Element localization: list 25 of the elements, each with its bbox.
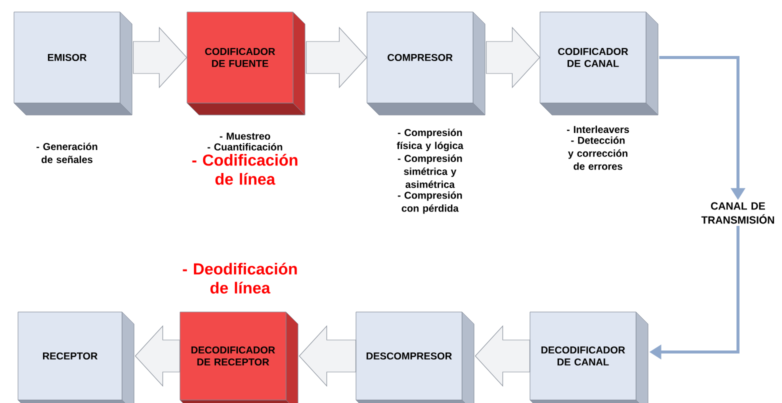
description-text: - Interleavers	[567, 126, 629, 134]
process-box: RECEPTOR	[18, 312, 134, 403]
highlight-note: - Deodificación de línea	[182, 262, 297, 294]
description-text: - Compresión física y lógica	[396, 128, 464, 152]
highlight-note: - Codificación de línea	[192, 154, 298, 185]
process-box: DECODIFICADOR DE CANAL	[530, 312, 648, 403]
process-box: EMISOR	[14, 12, 132, 116]
process-box: CODIFICADOR DE CANAL	[540, 12, 658, 116]
channel-label: CANAL DE TRANSMISIÓN	[701, 202, 774, 224]
block-arrow	[486, 26, 540, 88]
description-text: - Compresión simétrica y asimétrica	[398, 154, 462, 188]
description-text: - Generación de señales	[36, 142, 98, 164]
description-text: - Compresión con pérdida	[398, 191, 462, 214]
process-box: COMPRESOR	[366, 12, 486, 116]
description-text: - Muestreo	[220, 132, 270, 140]
block-arrow	[134, 325, 180, 387]
block-arrow	[132, 26, 188, 88]
process-box: DESCOMPRESOR	[356, 312, 474, 403]
process-box: DECODIFICADOR DE RECEPTOR	[180, 312, 298, 403]
block-arrow	[306, 26, 368, 88]
block-arrow	[474, 325, 530, 387]
process-box: CODIFICADOR DE FUENTE	[186, 12, 306, 116]
description-text: - Detección y corrección de errores	[568, 136, 628, 170]
description-text: - Cuantificación	[208, 143, 282, 150]
block-arrow	[298, 325, 356, 387]
